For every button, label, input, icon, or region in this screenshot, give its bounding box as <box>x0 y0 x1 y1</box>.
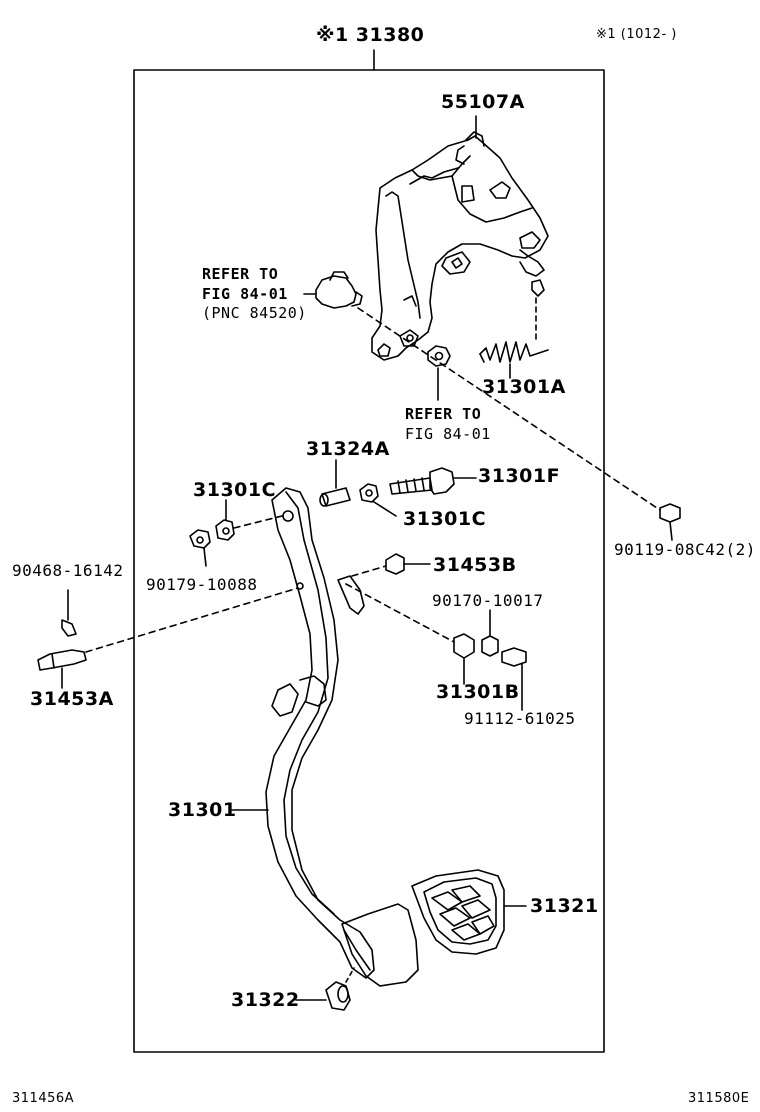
callout-refer-switch-1: REFER TO <box>202 265 279 283</box>
leader-31453B-dashed <box>352 566 386 576</box>
callout-refer-nut-1: REFER TO <box>405 405 482 423</box>
clevis-pin <box>38 590 86 688</box>
callout-31301F: 31301F <box>478 465 561 487</box>
callout-90170: 90170-10017 <box>432 591 544 610</box>
pedal-arm <box>266 488 374 978</box>
leader-31301B-dashed <box>346 584 454 642</box>
return-spring <box>480 298 548 362</box>
leader-switch-dashed <box>358 308 660 510</box>
callout-90119: 90119-08C42(2) <box>614 540 756 559</box>
footer-code-left: 311456A <box>12 1091 75 1106</box>
callout-90179: 90179-10088 <box>146 575 258 594</box>
leader-pin-dashed <box>86 588 298 652</box>
callout-91112: 91112-61025 <box>464 709 576 728</box>
bushing-left <box>216 500 234 540</box>
assembly-part-number: ※1 31380 <box>316 24 425 46</box>
callout-55107A: 55107A <box>441 91 525 113</box>
screw-90119 <box>660 504 680 540</box>
callout-31301C-right: 31301C <box>403 508 487 530</box>
callout-31301: 31301 <box>168 799 237 821</box>
callout-31321: 31321 <box>530 895 599 917</box>
callout-31301A: 31301A <box>482 376 566 398</box>
callout-31322: 31322 <box>231 989 300 1011</box>
pedal-pad <box>342 904 418 986</box>
pedal-stopper <box>296 968 354 1010</box>
footer-code-right: 311580E <box>688 1091 750 1106</box>
callout-refer-nut-2: FIG 84-01 <box>405 425 491 443</box>
bushing-31453B <box>386 554 430 574</box>
callout-31453B: 31453B <box>433 554 517 576</box>
pedal-collar <box>320 460 350 506</box>
callout-refer-switch-3: (PNC 84520) <box>202 304 307 322</box>
bracket-nut <box>428 346 450 366</box>
bolt-91112 <box>502 648 526 710</box>
stopper-31301B <box>454 634 474 684</box>
applicability-note: ※1 (1012- ) <box>596 27 677 42</box>
bushing-right <box>360 484 396 516</box>
nut-90170 <box>482 610 498 656</box>
nut-90179 <box>190 530 210 566</box>
pedal-bracket <box>372 132 548 360</box>
callout-31301C-top: 31301C <box>193 479 277 501</box>
leader-left-dashed <box>234 516 282 528</box>
callout-refer-switch-2: FIG 84-01 <box>202 285 288 303</box>
assembly-frame <box>134 70 604 1052</box>
pad-cover <box>412 870 526 954</box>
stop-lamp-switch <box>304 272 362 308</box>
callout-90468: 90468-16142 <box>12 561 124 580</box>
pivot-bolt <box>390 468 476 494</box>
callout-31453A: 31453A <box>30 688 114 710</box>
callout-31301B: 31301B <box>436 681 520 703</box>
callout-31324A: 31324A <box>306 438 390 460</box>
